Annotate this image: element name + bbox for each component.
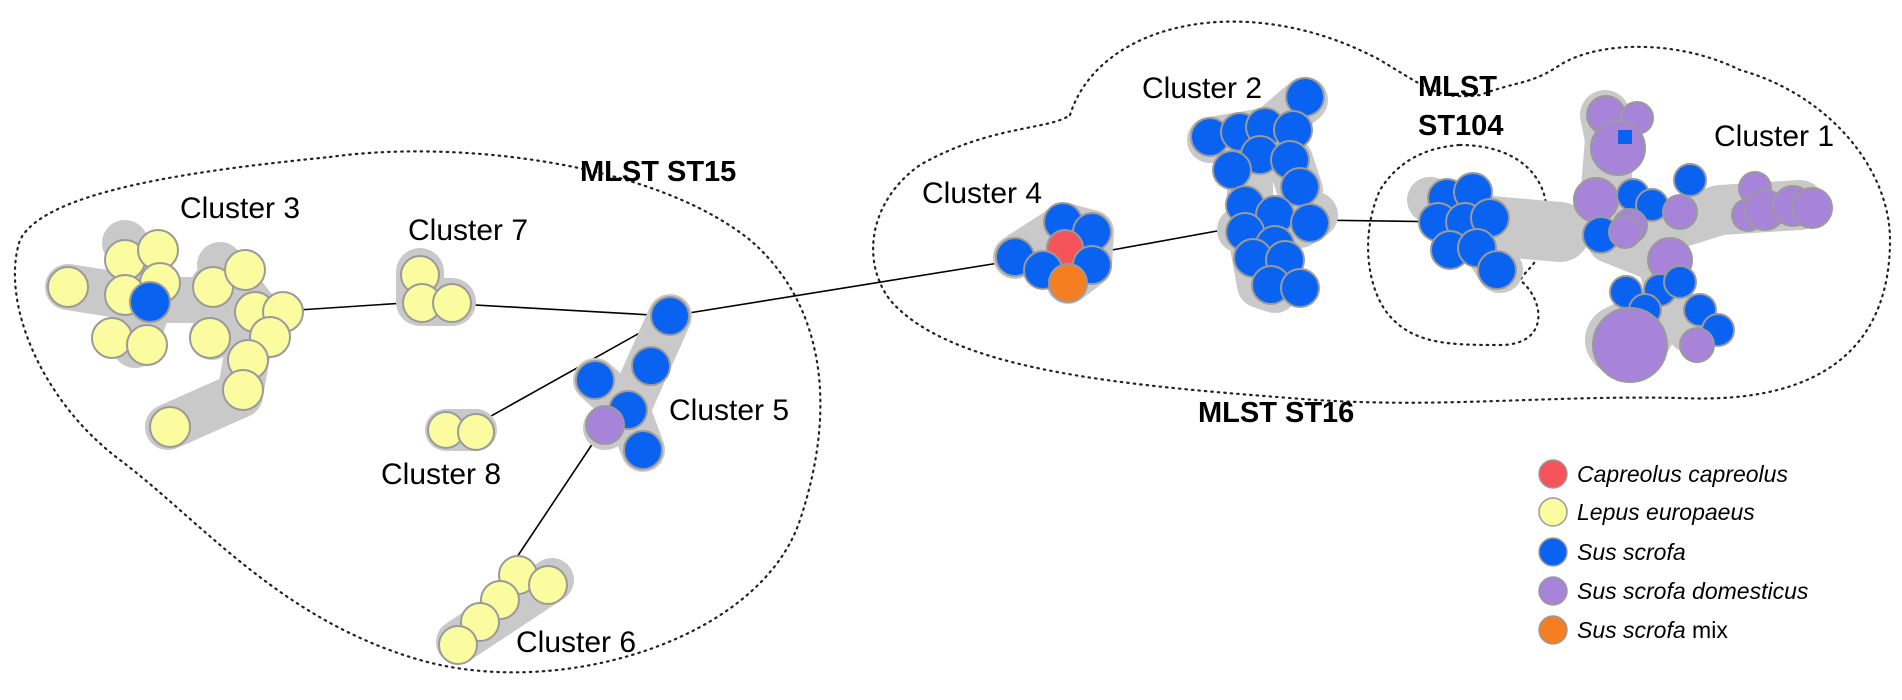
cluster-3-nodes xyxy=(45,220,304,450)
node-domesticus xyxy=(1573,177,1619,223)
node-domesticus xyxy=(1608,215,1642,249)
node-lepus xyxy=(528,565,568,605)
cluster-8-label: Cluster 8 xyxy=(381,458,501,491)
cluster-5-nodes xyxy=(573,294,692,472)
cluster-8-nodes xyxy=(425,409,497,451)
node-lepus xyxy=(224,249,266,291)
edge xyxy=(439,302,671,317)
legend-swatch-lepus xyxy=(1538,497,1568,527)
cluster-6-nodes xyxy=(436,555,574,665)
mlst-st16-label: MLST ST16 xyxy=(1198,397,1354,429)
mlst-st104-label-line1: MLST xyxy=(1418,71,1497,103)
node-lepus xyxy=(432,283,472,323)
legend-label-domesticus: Sus scrofa domesticus xyxy=(1577,578,1809,604)
node-mix xyxy=(1048,263,1088,303)
legend-label-sus: Sus scrofa xyxy=(1577,539,1686,565)
node-lepus xyxy=(126,324,168,366)
node-domesticus xyxy=(1791,187,1833,229)
legend-item-sus: Sus scrofa xyxy=(1538,537,1686,567)
node-sus xyxy=(1663,265,1697,299)
node-sus xyxy=(1673,163,1707,197)
edge xyxy=(504,424,606,576)
node-lepus xyxy=(457,413,495,451)
node-lepus xyxy=(47,266,89,308)
cluster-2-nodes xyxy=(1187,77,1338,313)
mlst-st15-boundary xyxy=(13,150,822,674)
legend: Capreolus capreolus Lepus europaeus Sus … xyxy=(1538,459,1809,645)
node-lepus xyxy=(149,406,191,448)
node-sus xyxy=(623,430,663,470)
legend-item-capreolus: Capreolus capreolus xyxy=(1538,459,1788,489)
st104-nodes xyxy=(1407,172,1590,293)
legend-item-mix: Sus scrofa mix xyxy=(1538,615,1728,645)
cluster-labels: Cluster 3 Cluster 7 Cluster 8 Cluster 5 … xyxy=(180,72,1834,659)
node-lepus xyxy=(189,317,231,359)
node-sus xyxy=(631,346,671,386)
cluster-1-nodes xyxy=(1573,90,1833,383)
mlst-st15-label: MLST ST15 xyxy=(580,156,736,188)
legend-swatch-capreolus xyxy=(1538,459,1568,489)
node-sus xyxy=(650,296,690,336)
legend-item-domesticus: Sus scrofa domesticus xyxy=(1538,576,1809,606)
legend-label-mix-species: Sus scrofa xyxy=(1577,617,1686,643)
cluster-2-label: Cluster 2 xyxy=(1142,72,1262,105)
edge xyxy=(669,261,1006,317)
cluster-6-label: Cluster 6 xyxy=(516,626,636,659)
edge xyxy=(474,315,671,426)
legend-swatch-mix xyxy=(1538,615,1568,645)
node-lepus xyxy=(222,369,264,411)
node-domesticus xyxy=(1679,327,1715,363)
legend-label-mix-suffix: mix xyxy=(1686,617,1729,643)
cluster-4-nodes xyxy=(993,202,1114,304)
node-sus-sector xyxy=(1618,130,1632,144)
legend-swatch-sus xyxy=(1538,537,1568,567)
node-lepus xyxy=(438,625,478,665)
node-sus xyxy=(1477,250,1517,290)
node-sus xyxy=(1290,203,1330,243)
legend-item-lepus: Lepus europaeus xyxy=(1538,497,1755,527)
cluster-7-nodes xyxy=(396,248,476,326)
legend-swatch-domesticus xyxy=(1538,576,1568,606)
cluster-4-label: Cluster 4 xyxy=(922,177,1042,210)
node-domesticus xyxy=(1592,307,1668,383)
node-domesticus xyxy=(1662,194,1698,230)
legend-label-lepus: Lepus europaeus xyxy=(1577,499,1755,525)
node-lepus xyxy=(91,317,133,359)
node-sus xyxy=(1280,268,1320,308)
cluster-1-label: Cluster 1 xyxy=(1714,120,1834,153)
node-domesticus xyxy=(1590,120,1646,176)
cluster-5-label: Cluster 5 xyxy=(669,394,789,427)
legend-label-mix: Sus scrofa mix xyxy=(1577,617,1728,643)
cluster-7-label: Cluster 7 xyxy=(408,214,528,247)
node-sus xyxy=(1212,150,1252,190)
legend-label-capreolus: Capreolus capreolus xyxy=(1577,461,1788,487)
mlst-st104-label-line2: ST104 xyxy=(1418,110,1503,142)
cluster-3-label: Cluster 3 xyxy=(180,192,300,225)
node-sus xyxy=(129,281,171,323)
node-sus xyxy=(575,360,615,400)
mlst-labels: MLST ST15 MLST ST16 MLST ST104 xyxy=(580,71,1503,429)
node-domesticus xyxy=(585,405,625,445)
